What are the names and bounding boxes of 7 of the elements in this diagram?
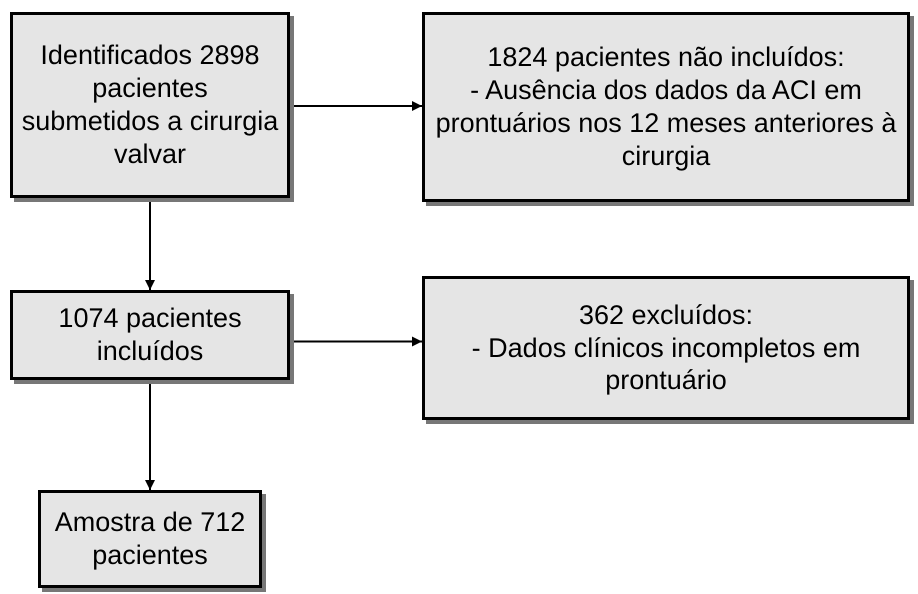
box-text: 362 excluídos:: [578, 298, 754, 332]
box-text: Amostra de 712 pacientes: [54, 506, 246, 572]
box-text: - Ausência dos dados da ACI em prontuários nos 12 meses anteriores à cirurgia: [434, 74, 898, 173]
box-text: Identificados 2898 pacientes submetidos a cirurgia valvar: [21, 39, 279, 171]
box-text: 1824 pacientes não incluídos:: [487, 41, 845, 74]
box-text: 1074 pacientes incluídos: [57, 302, 243, 368]
box-text: - Dados clínicos incompletos em prontuário: [470, 332, 862, 398]
